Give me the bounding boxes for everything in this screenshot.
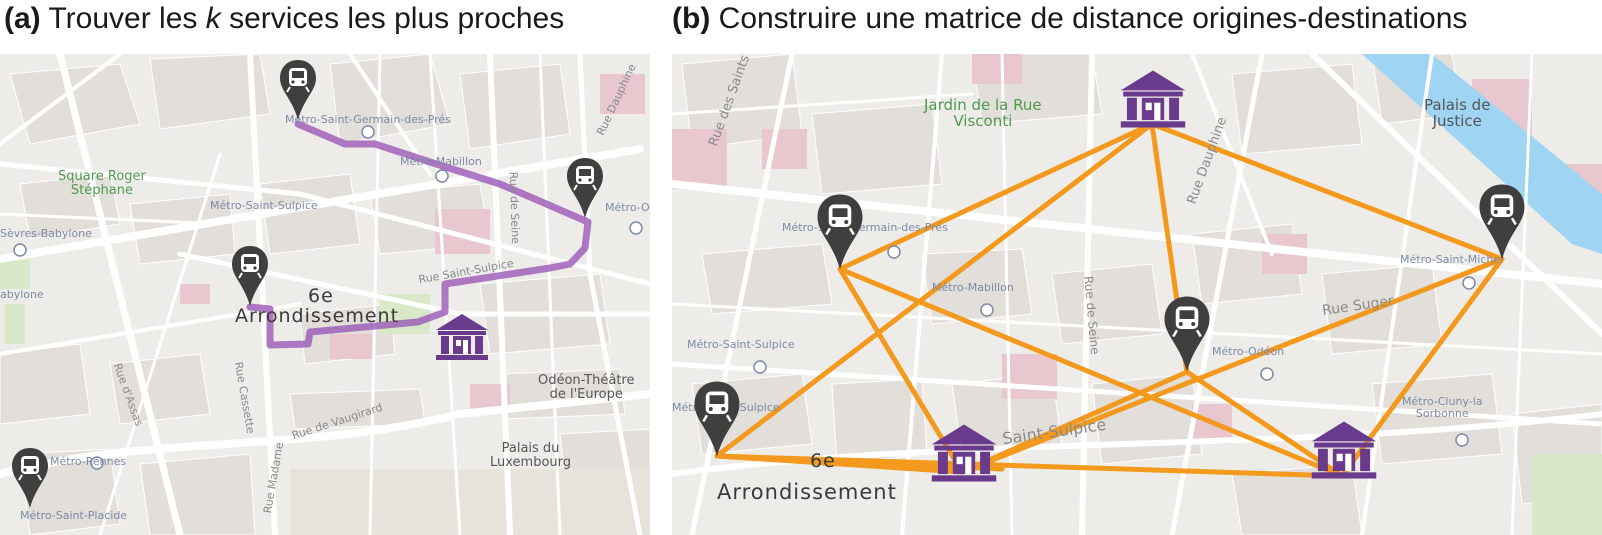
label-sulpice: Métro-Saint-Sulpice xyxy=(210,199,318,212)
label-germain: Métro-Saint-Germain-des-Prés xyxy=(285,113,451,126)
label-jardin-visconti: Jardin de la Rue Visconti xyxy=(924,96,1042,130)
route-line xyxy=(246,120,592,349)
label-square-roger: Square Roger Stéphane xyxy=(58,169,146,198)
label-rennes: Métro-Rennes xyxy=(50,455,127,468)
label-odeon-theatre: Odéon-Théâtre de l'Europe xyxy=(538,373,635,402)
label-michel: Métro-Saint-Michel xyxy=(1400,253,1504,266)
label-arr-num: 6e xyxy=(308,285,334,307)
label-germain: Métro-Saint-Germain-des-Prés xyxy=(782,221,948,234)
panel-a-label: (a) xyxy=(4,2,41,35)
label-babylone-2: abylone xyxy=(0,288,44,301)
label-odeon-metro: Métro-Odé xyxy=(605,201,650,214)
map-b-base xyxy=(672,54,1602,535)
label-palais-justice: Palais de Justice xyxy=(1424,96,1491,130)
label-odeon: Métro-Odéon xyxy=(1212,345,1285,358)
panel-a-title-pre: Trouver les xyxy=(40,2,206,35)
map-a[interactable]: Square Roger Stéphane Métro-Saint-Germai… xyxy=(0,54,650,535)
label-arr-word: Arrondissement xyxy=(235,305,400,327)
panel-a-title-post: services les plus proches xyxy=(220,2,565,35)
panel-a-title-k: k xyxy=(205,2,221,35)
map-a-base xyxy=(0,54,650,535)
panel-b-title: (b) Construire une matrice de distance o… xyxy=(672,2,1467,36)
label-cluny: Métro-Cluny-la Sorbonne xyxy=(1402,395,1483,420)
label-mabillon: Métro-Mabillon xyxy=(932,281,1014,294)
metro-station-dots xyxy=(13,125,643,470)
label-arr-word: Arrondissement xyxy=(717,480,897,504)
panel-b-label: (b) xyxy=(672,2,711,35)
label-rue-seine: Rue de Seine xyxy=(506,171,523,245)
label-placide: Métro-Saint-Placide xyxy=(20,509,128,522)
label-babylone: Sèvres-Babylone xyxy=(0,227,92,240)
label-sulpice: Métro-Saint-Sulpice xyxy=(687,338,795,351)
label-arr-num: 6e xyxy=(810,450,836,472)
map-b[interactable]: Jardin de la Rue Visconti Palais de Just… xyxy=(672,54,1602,535)
panel-b-title-text: Construire une matrice de distance origi… xyxy=(710,2,1468,35)
metro-station-dots xyxy=(753,245,1476,447)
panel-a-title: (a) Trouver les k services les plus proc… xyxy=(4,2,564,36)
label-mabillon: Métro-Mabillon xyxy=(400,155,482,168)
label-luxembourg: Palais du Luxembourg xyxy=(490,441,572,470)
